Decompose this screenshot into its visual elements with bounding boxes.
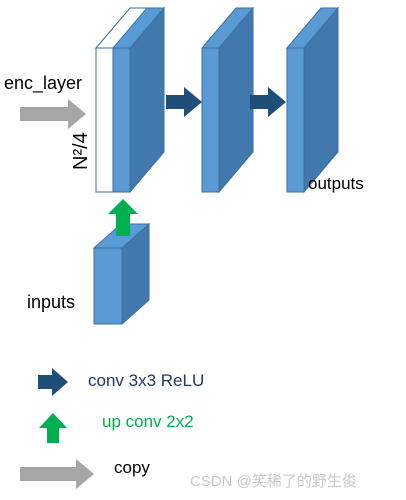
legend-conv-label: conv 3x3 ReLU (88, 371, 205, 390)
up-conv-arrow-icon (108, 199, 138, 236)
watermark: CSDN @笑稀了的野生俊 (190, 473, 357, 490)
enc-layer-label: enc_layer (4, 73, 83, 93)
inputs-block (92, 222, 151, 326)
legend-up-arrow-icon (39, 413, 67, 443)
block-1-front (112, 47, 131, 193)
legend-copy-arrow-icon (20, 459, 94, 489)
block-2 (200, 6, 255, 194)
block-3-front (286, 47, 305, 193)
copied-feature-slab (95, 47, 114, 193)
legend-copy-label: copy (114, 458, 150, 477)
legend-up-conv-label: up conv 2x2 (102, 412, 194, 431)
block-1 (94, 6, 166, 194)
block-3 (285, 6, 340, 194)
inputs-block-front (93, 247, 123, 325)
inputs-label: inputs (27, 292, 76, 312)
conv-arrow-icon (250, 87, 286, 117)
outputs-label: outputs (308, 174, 364, 193)
legend-conv-arrow-icon (38, 368, 68, 396)
block-2-front (201, 47, 220, 193)
copy-arrow-icon (20, 99, 86, 129)
conv-arrow-icon (166, 87, 202, 117)
feature-dim-label: N²/4 (70, 132, 92, 170)
